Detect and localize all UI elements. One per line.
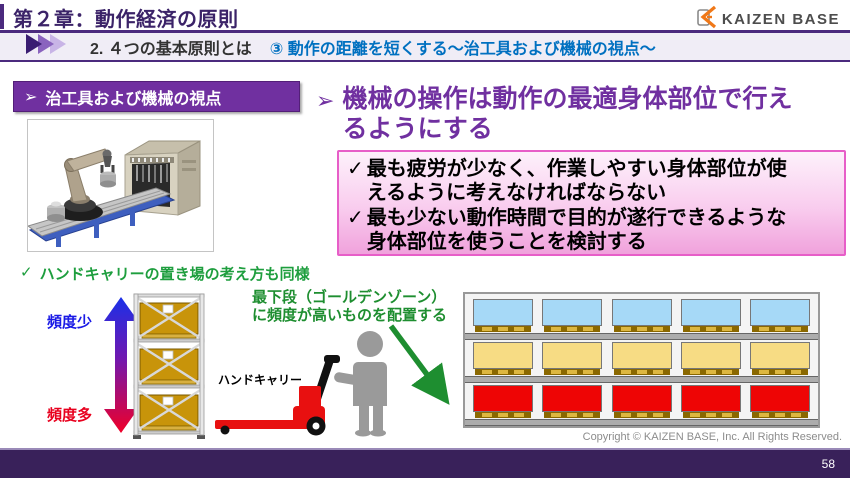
- pallet-box: [473, 342, 533, 375]
- pallet-box: [473, 385, 533, 418]
- check-icon: ✓: [20, 264, 33, 281]
- rack-row-bottom-high-frequency: [465, 383, 818, 426]
- pallet-box: [611, 299, 672, 332]
- pallet-box: [750, 385, 810, 418]
- pallet-box: [542, 385, 603, 418]
- arrow-marker-icon: ➢: [316, 88, 335, 113]
- rack-row-top-low-frequency: [465, 297, 818, 340]
- header-divider: [0, 30, 850, 33]
- breadcrumb: 2. ４つの基本原則とは ③ 動作の距離を短くする〜治工具および機械の視点〜: [0, 33, 850, 62]
- golden-zone-note: 最下段（ゴールデンゾーン） に頻度が高いものを配置する: [252, 289, 448, 324]
- left-panel-title: ➢ 治工具および機械の視点: [13, 81, 300, 112]
- check-icon: ✓: [347, 158, 364, 180]
- page-title: 第２章：動作経済の原則: [13, 9, 239, 31]
- footer-bar: [0, 448, 850, 478]
- checklist-item-text: 最も少ない動作時間で目的が遂行できるような 身体部位を使うことを検討する: [366, 206, 787, 254]
- frequency-high-label: 頻度多: [47, 407, 93, 424]
- checklist-item: ✓ 最も少ない動作時間で目的が遂行できるような 身体部位を使うことを検討する: [347, 206, 836, 255]
- pallet-box: [750, 342, 810, 375]
- main-point-heading: ➢ 機械の操作は動作の最適身体部位で行え るようにする: [316, 85, 848, 144]
- check-icon: ✓: [347, 206, 364, 229]
- left-panel-title-label: 治工具および機械の視点: [45, 90, 222, 108]
- pallet-box: [680, 299, 741, 332]
- copyright-text: Copyright © KAIZEN BASE, Inc. All Rights…: [582, 431, 842, 443]
- hand-carry-note-text: ハンドキャリーの置き場の考え方も同様: [39, 266, 310, 283]
- page-number: 58: [821, 457, 835, 471]
- frequency-gradient-arrow-icon: [104, 297, 138, 438]
- pallet-box: [542, 299, 603, 332]
- pallet-box: [611, 385, 672, 418]
- golden-zone-arrow-icon: [385, 322, 465, 419]
- main-point-heading-text: 機械の操作は動作の最適身体部位で行え るようにする: [342, 85, 793, 143]
- pallet-box: [680, 385, 741, 418]
- checklist-box: ✓ 最も疲労が少なく、作業しやすい身体部位が使 えるように考えなければならない …: [337, 150, 846, 256]
- hand-carry-note: ✓ ハンドキャリーの置き場の考え方も同様: [20, 263, 310, 284]
- header-accent-bar: [0, 4, 4, 29]
- pallet-box: [680, 342, 741, 375]
- checklist-item: ✓ 最も疲労が少なく、作業しやすい身体部位が使 えるように考えなければならない: [347, 157, 836, 206]
- worker-hand-carry-image: [213, 328, 418, 443]
- storage-rack-image: [133, 292, 205, 444]
- logo-wordmark: KAIZEN BASE: [721, 11, 840, 28]
- robot-conveyor-image: [26, 119, 214, 252]
- pallet-box: [750, 299, 810, 332]
- golden-zone-rack: [463, 292, 820, 428]
- checklist-item-text: 最も疲労が少なく、作業しやすい身体部位が使 えるように考えなければならない: [366, 158, 787, 205]
- pallet-box: [611, 342, 672, 375]
- arrow-marker-icon: ➢: [24, 88, 38, 106]
- breadcrumb-section: 2. ４つの基本原則とは: [90, 40, 252, 58]
- triple-chevron-icon: [26, 34, 78, 59]
- kaizen-base-logo-icon: [695, 5, 717, 34]
- breadcrumb-topic: ③ 動作の距離を短くする〜治工具および機械の視点〜: [269, 40, 656, 58]
- pallet-box: [473, 299, 533, 332]
- hand-carry-label: ハンドキャリー: [218, 373, 303, 387]
- kaizen-base-logo: KAIZEN BASE: [695, 5, 840, 34]
- frequency-low-label: 頻度少: [47, 314, 93, 331]
- pallet-box: [542, 342, 603, 375]
- rack-row-middle-frequency: [465, 340, 818, 383]
